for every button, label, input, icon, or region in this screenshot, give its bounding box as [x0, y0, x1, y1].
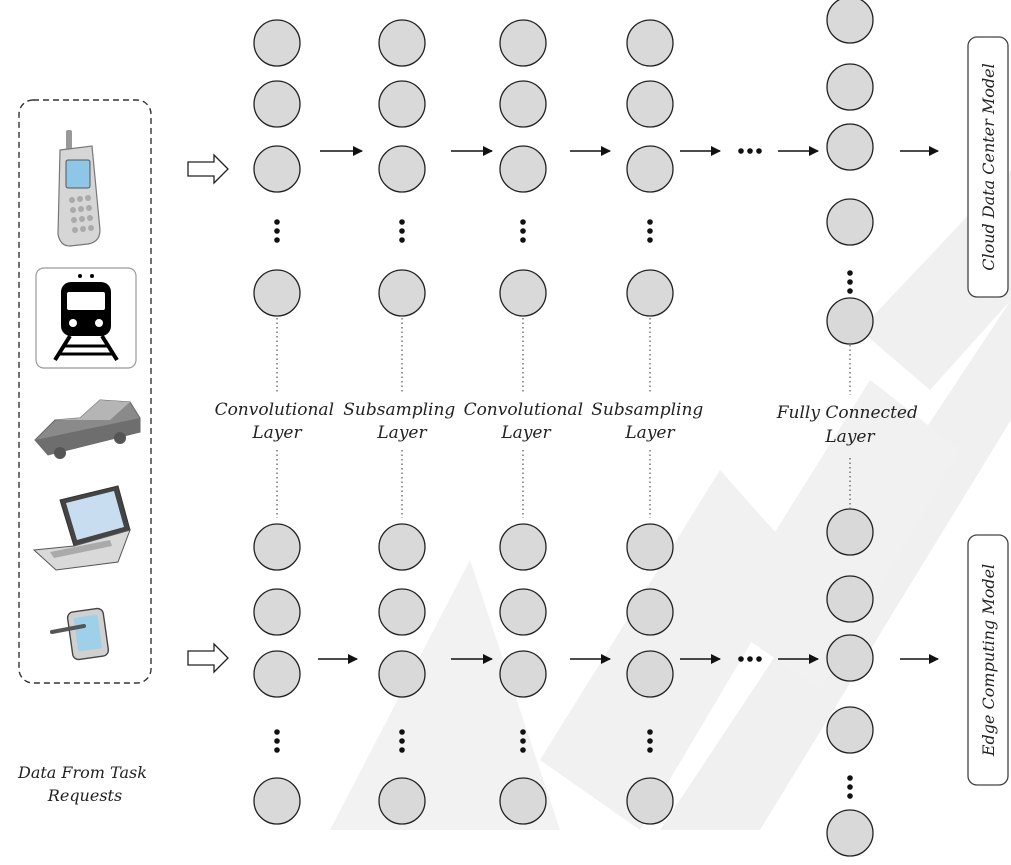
bottom-node-l4-4 [627, 778, 673, 824]
edge-model-label-box: Edge Computing Model [968, 535, 1008, 785]
bottom-ellipsis-l2-dot-2 [399, 747, 405, 753]
bottom-node-l4-3 [627, 651, 673, 697]
input-device-group: Data From Task Requests [17, 100, 152, 805]
top-ellipsis-l4-dot-0 [647, 219, 653, 225]
input-group-label: Data From Task Requests [17, 763, 152, 805]
bottom-ellipsis-l3-dot-2 [520, 747, 526, 753]
top-ellipsis-l4-dot-1 [647, 228, 653, 234]
top-ellipsis-l3-dot-0 [520, 219, 526, 225]
watermark [330, 170, 1011, 830]
top-node-l3-1 [500, 20, 546, 66]
layer-labels: Convolutional Layer Subsampling Layer Co… [215, 400, 924, 447]
layer-label-convolutional-2: Convolutional Layer [464, 400, 589, 443]
top-node-fc-5 [827, 298, 873, 344]
top-ellipsis-fc-dot-0 [847, 270, 853, 276]
top-ellipsis-l2-dot-2 [399, 237, 405, 243]
top-ellipsis-l1-dot-0 [274, 219, 280, 225]
top-node-l2-1 [379, 20, 425, 66]
bottom-node-l2-1 [379, 524, 425, 570]
bottom-node-l1-3 [254, 651, 300, 697]
top-node-l1-3 [254, 146, 300, 192]
top-node-l3-4 [500, 270, 546, 316]
tablet-icon [52, 608, 109, 661]
top-node-fc-2 [827, 64, 873, 110]
bottom-ellipsis-l1-dot-1 [274, 738, 280, 744]
bottom-node-l4-1 [627, 524, 673, 570]
top-ellipsis-l2-dot-0 [399, 219, 405, 225]
top-node-l1-1 [254, 20, 300, 66]
bottom-ellipsis-l4-dot-2 [647, 747, 653, 753]
top-node-l2-3 [379, 146, 425, 192]
bottom-ellipsis-l4-dot-1 [647, 738, 653, 744]
bottom-ellipsis-l1-dot-2 [274, 747, 280, 753]
bottom-node-l3-2 [500, 589, 546, 635]
top-ellipsis-l1-dot-1 [274, 228, 280, 234]
top-horizontal-ellipsis-dot-1 [747, 148, 753, 154]
bottom-node-l1-2 [254, 589, 300, 635]
mobile-phone-icon [58, 130, 100, 246]
layer-label-subsampling-2: Subsampling Layer [591, 400, 708, 443]
laptop-icon [34, 486, 130, 570]
top-node-l3-2 [500, 81, 546, 127]
top-node-fc-4 [827, 199, 873, 245]
top-node-l4-4 [627, 270, 673, 316]
bottom-ellipsis-l3-dot-1 [520, 738, 526, 744]
bottom-horizontal-ellipsis-dot-2 [756, 656, 762, 662]
top-node-l4-2 [627, 81, 673, 127]
bottom-ellipsis-fc-dot-1 [847, 784, 853, 790]
top-ellipsis-l4-dot-2 [647, 237, 653, 243]
bottom-horizontal-ellipsis-dot-1 [747, 656, 753, 662]
layer-label-subsampling-1: Subsampling Layer [343, 400, 460, 443]
input-arrow-top [188, 155, 228, 183]
cloud-model-label-box: Cloud Data Center Model [968, 37, 1008, 297]
bottom-node-fc-2 [827, 576, 873, 622]
bottom-node-fc-5 [827, 810, 873, 856]
bottom-node-l3-4 [500, 778, 546, 824]
bottom-node-fc-3 [827, 635, 873, 681]
bottom-node-l1-1 [254, 524, 300, 570]
top-ellipsis-fc-dot-1 [847, 279, 853, 285]
top-node-l1-4 [254, 270, 300, 316]
top-node-fc-3 [827, 124, 873, 170]
bottom-ellipsis-fc-dot-0 [847, 775, 853, 781]
car-icon [35, 400, 140, 459]
bottom-node-l1-4 [254, 778, 300, 824]
cloud-model-label: Cloud Data Center Model [979, 63, 998, 271]
bottom-node-l3-3 [500, 651, 546, 697]
top-ellipsis-l3-dot-1 [520, 228, 526, 234]
bottom-ellipsis-l4-dot-0 [647, 729, 653, 735]
bottom-horizontal-ellipsis-dot-0 [738, 656, 744, 662]
top-node-l4-3 [627, 146, 673, 192]
edge-model-label: Edge Computing Model [979, 564, 998, 757]
top-ellipsis-l2-dot-1 [399, 228, 405, 234]
bottom-ellipsis-l2-dot-0 [399, 729, 405, 735]
input-arrow-bottom [188, 644, 228, 672]
top-ellipsis-l1-dot-2 [274, 237, 280, 243]
bottom-ellipsis-l2-dot-1 [399, 738, 405, 744]
bottom-node-l2-2 [379, 589, 425, 635]
bottom-node-fc-1 [827, 509, 873, 555]
bottom-node-l2-4 [379, 778, 425, 824]
train-icon [36, 268, 136, 368]
bottom-ellipsis-l1-dot-0 [274, 729, 280, 735]
layer-label-convolutional-1: Convolutional Layer [215, 400, 340, 443]
top-horizontal-ellipsis-dot-2 [756, 148, 762, 154]
top-node-fc-1 [827, 0, 873, 43]
bottom-node-fc-4 [827, 707, 873, 753]
top-node-l3-3 [500, 146, 546, 192]
top-ellipsis-l3-dot-2 [520, 237, 526, 243]
top-node-l1-2 [254, 81, 300, 127]
bottom-node-l4-2 [627, 589, 673, 635]
top-node-l2-2 [379, 81, 425, 127]
top-horizontal-ellipsis-dot-0 [738, 148, 744, 154]
top-node-l2-4 [379, 270, 425, 316]
top-node-l4-1 [627, 20, 673, 66]
bottom-node-l3-1 [500, 524, 546, 570]
bottom-node-l2-3 [379, 651, 425, 697]
bottom-ellipsis-fc-dot-2 [847, 793, 853, 799]
top-ellipsis-fc-dot-2 [847, 288, 853, 294]
bottom-ellipsis-l3-dot-0 [520, 729, 526, 735]
